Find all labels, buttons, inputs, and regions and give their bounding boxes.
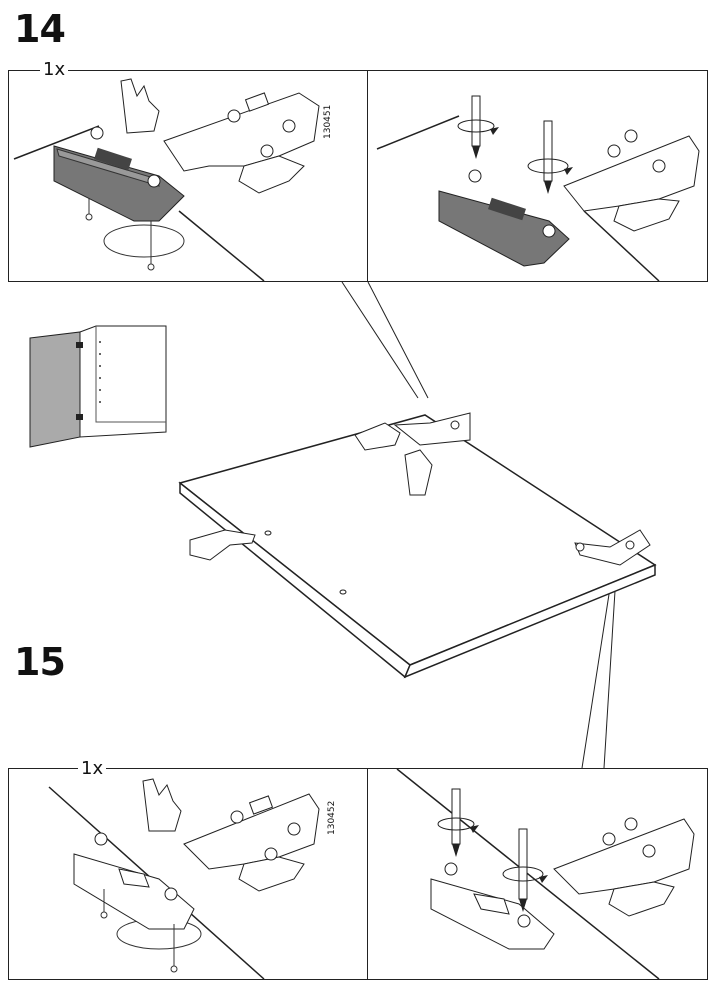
step-15-detail-panel: 130452	[8, 768, 708, 980]
step-14-number: 14	[14, 7, 66, 51]
step-15-panel-divider	[367, 769, 368, 979]
step-14-panel-divider	[367, 71, 368, 281]
step-14-quantity: 1x	[40, 61, 69, 79]
step-14-detail-panel: 130451	[8, 70, 708, 282]
step-15-hinge-placement-illustration	[48, 778, 320, 979]
step-15-screw-tightening-illustration	[396, 769, 695, 979]
step-15-part-number: 130452	[327, 800, 337, 835]
cabinet-reference-illustration	[29, 325, 167, 448]
step-14-hinge-placement-illustration	[13, 78, 320, 281]
door-panel-illustration	[178, 412, 657, 679]
step-14-screw-tightening-illustration	[376, 95, 700, 281]
step-15-number: 15	[14, 640, 66, 684]
step-15-quantity: 1x	[78, 760, 107, 778]
